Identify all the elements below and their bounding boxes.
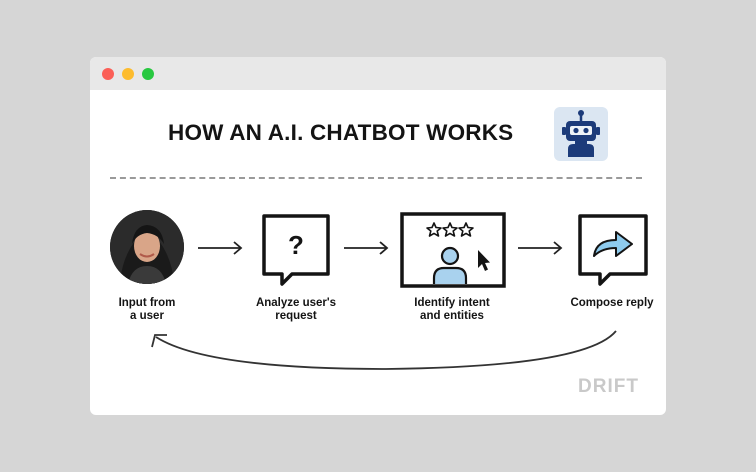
step-label-analyze: Analyze user's request: [255, 297, 337, 322]
close-button[interactable]: [102, 68, 114, 80]
question-bubble-icon: ?: [262, 214, 330, 286]
screen-person-stars-icon: [400, 212, 506, 288]
divider: [110, 177, 642, 179]
flow-arrow-3: [518, 241, 563, 255]
user-avatar: [110, 210, 184, 284]
diagram-title: HOW AN A.I. CHATBOT WORKS: [168, 120, 514, 145]
drift-logo: DRIFT: [578, 376, 639, 397]
step-label-compose: Compose reply: [570, 297, 654, 309]
maximize-button[interactable]: [142, 68, 154, 80]
loop-back-arrow: [151, 330, 617, 370]
flow-arrow-2: [344, 241, 389, 255]
flow-arrow-1: [198, 241, 243, 255]
robot-icon: [554, 107, 608, 161]
minimize-button[interactable]: [122, 68, 134, 80]
user-photo: [110, 210, 184, 284]
reply-arrow-bubble-icon: [578, 214, 648, 286]
step-label-input: Input from a user: [118, 297, 176, 322]
browser-window: HOW AN A.I. CHATBOT WORKS Input from a u…: [90, 57, 666, 415]
step-label-identify: Identify intent and entities: [414, 297, 490, 322]
svg-text:?: ?: [288, 230, 304, 260]
title-bar: [90, 57, 666, 90]
